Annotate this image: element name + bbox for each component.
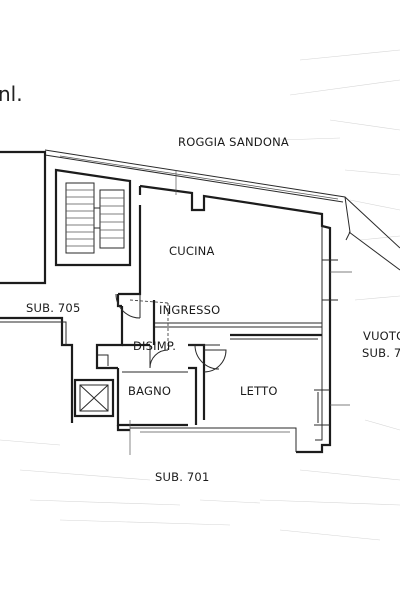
label-disimpegno: DISIMP. <box>133 339 176 353</box>
label-ingresso: INGRESSO <box>159 303 220 317</box>
room-labels: ROGGIA SANDONA CUCINA SUB. 705 INGRESSO … <box>26 135 400 484</box>
elevator-shaft <box>73 378 115 418</box>
label-sub-701: SUB. 701 <box>155 470 209 484</box>
corner-text: nl. <box>0 82 23 106</box>
label-cucina: CUCINA <box>169 244 215 258</box>
label-vuoto: VUOTO <box>363 329 400 343</box>
doors <box>98 293 227 373</box>
label-sub-right: SUB. 7 <box>362 346 400 360</box>
label-roggia-sandona: ROGGIA SANDONA <box>178 135 289 149</box>
apartment-walls <box>95 184 352 454</box>
stair-core <box>54 168 132 267</box>
canal-band <box>44 149 400 271</box>
section-lines <box>129 170 177 455</box>
sub-705-outline <box>0 150 74 423</box>
background-texture <box>0 49 400 541</box>
label-bagno: BAGNO <box>128 384 171 398</box>
label-letto: LETTO <box>240 384 278 398</box>
label-sub-705: SUB. 705 <box>26 301 80 315</box>
